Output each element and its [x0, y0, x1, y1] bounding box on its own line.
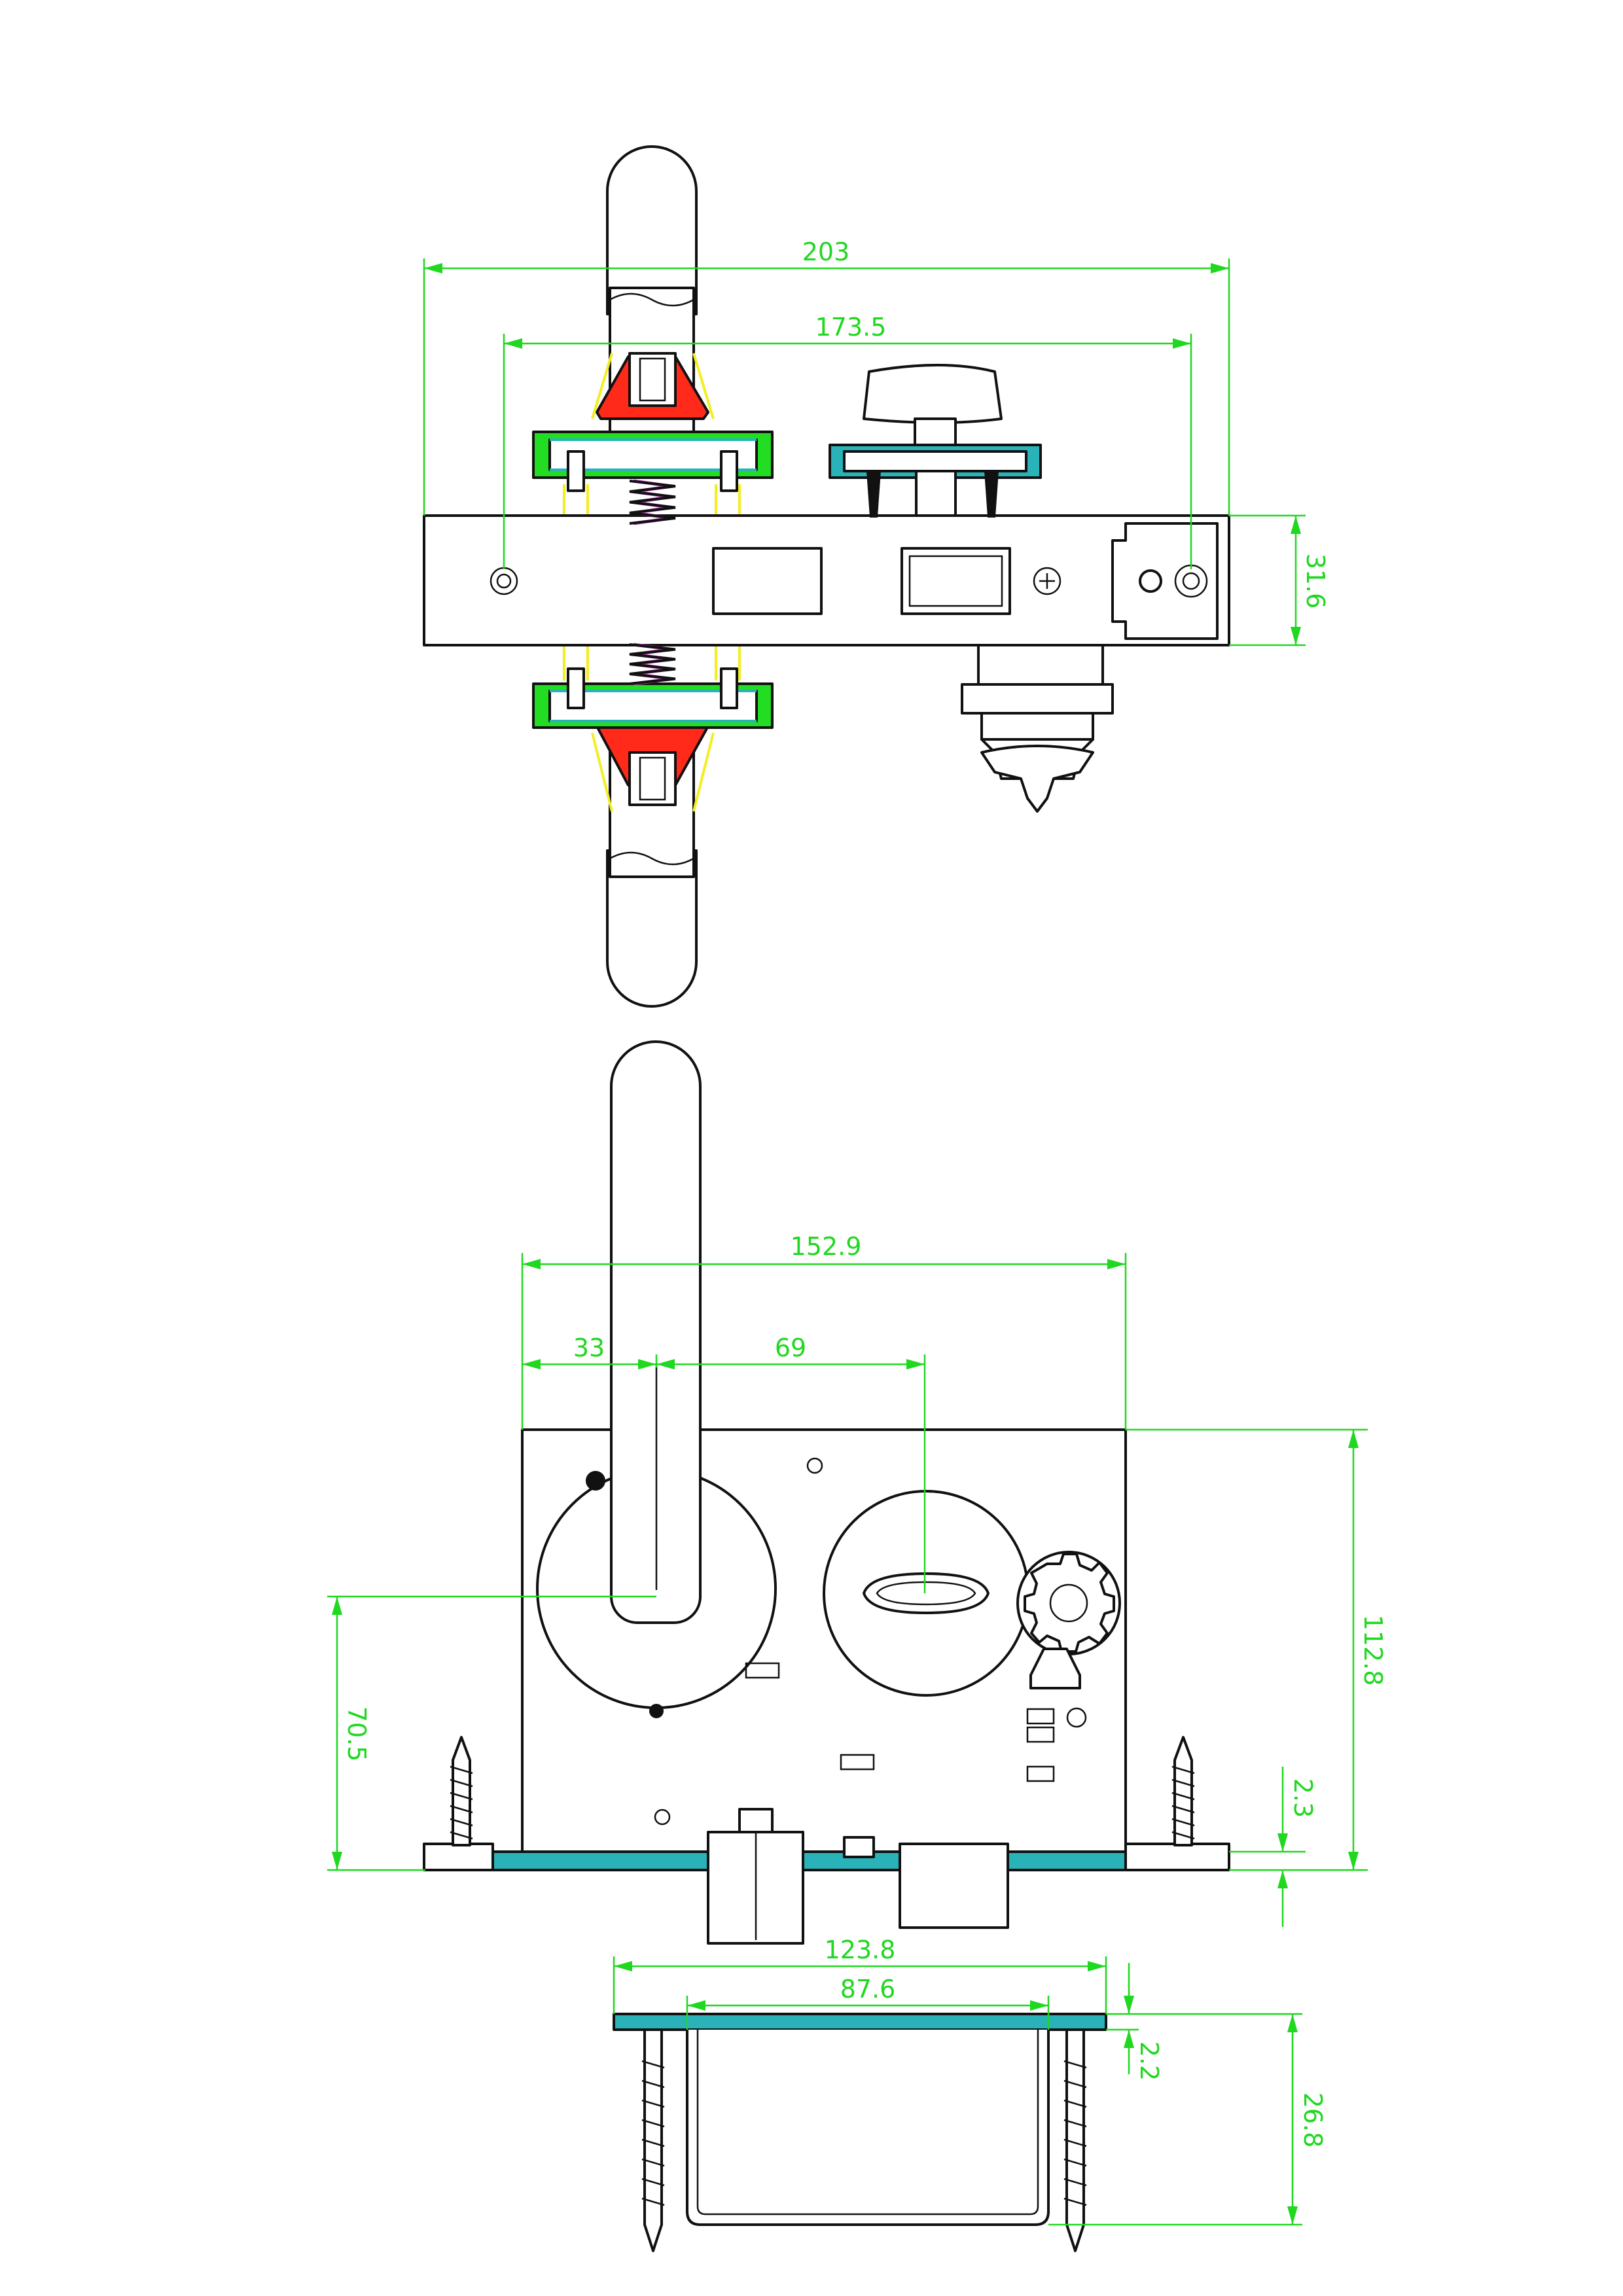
lower-lever-handle — [606, 849, 698, 1008]
dim-2-3: 2.3 — [1289, 1778, 1317, 1818]
latch-roller — [1139, 569, 1162, 593]
latch-hole-inner — [1182, 572, 1200, 590]
thumb-turn-screw-right — [984, 470, 999, 518]
faceplate-left-tab — [423, 1843, 494, 1871]
lower-rosette-screw-left — [567, 667, 585, 709]
faceplate-screw-left — [452, 1736, 471, 1846]
faceplate — [424, 1850, 1228, 1871]
body-screw — [1033, 567, 1061, 595]
body-screw-cross — [1039, 573, 1055, 589]
front-lever-handle — [610, 1040, 702, 1624]
upper-rosette-screw-left — [567, 450, 585, 492]
deadbolt-block-inner — [908, 555, 1003, 607]
cylinder-tail — [977, 644, 1104, 686]
dim-203: 203 — [802, 238, 850, 266]
upper-stem-break-line — [609, 292, 694, 307]
dim-2-2: 2.2 — [1135, 2041, 1164, 2081]
top-section-view — [423, 145, 1230, 1008]
faceplate-screw-right — [1173, 1736, 1193, 1846]
case-slot-1 — [745, 1662, 780, 1679]
faceplate-screw-left-thread — [450, 1765, 473, 1840]
dim-31-6: 31.6 — [1301, 554, 1330, 609]
thumb-turn-screw-left — [866, 470, 882, 518]
thumb-turn-spindle — [915, 470, 957, 517]
thumb-turn-knob — [863, 364, 1003, 424]
upper-spindle-core — [639, 357, 666, 402]
upper-spindle-block — [628, 352, 677, 407]
rosette-pin-bottom — [649, 1704, 664, 1718]
lower-spindle-core — [639, 756, 666, 801]
thumb-turn-rosette-inner — [843, 450, 1027, 472]
latch-end-cap — [1111, 522, 1219, 640]
lock-body-side — [423, 514, 1230, 646]
gear-wheel — [1024, 1553, 1115, 1653]
dimension-texts: 203 173.5 31.6 152.9 33 69 112.8 70.5 2.… — [342, 238, 1387, 2147]
lower-return-spring-shadow — [629, 643, 676, 685]
strike-box — [686, 2030, 1050, 2226]
cylinder-keyhole-inner — [876, 1581, 976, 1606]
deadbolt-block — [901, 547, 1011, 615]
dim-87-6: 87.6 — [840, 1975, 896, 2004]
dim-69: 69 — [775, 1333, 806, 1362]
deadbolt-top-tab — [843, 1836, 875, 1858]
key-bow — [980, 745, 1094, 813]
spindle-follower-window — [712, 547, 823, 615]
case-hole-bottom-left — [654, 1809, 671, 1826]
case-slot-5 — [1026, 1765, 1055, 1782]
strike-box-inner — [696, 2030, 1039, 2216]
dimension-arrows — [332, 263, 1359, 2225]
body-mounting-hole-left-inner — [496, 573, 512, 589]
lower-stem-break-line — [609, 851, 694, 866]
case-hole-top — [806, 1457, 823, 1474]
upper-rosette-screw-right — [720, 450, 738, 492]
case-slot-4 — [1026, 1726, 1055, 1743]
dim-112-8: 112.8 — [1359, 1615, 1387, 1686]
upper-return-spring-shadow — [629, 480, 676, 525]
latch-bolt-top — [738, 1808, 774, 1833]
upper-lever-handle — [606, 145, 698, 315]
case-slot-2 — [840, 1754, 875, 1771]
dim-26-8: 26.8 — [1298, 2093, 1327, 2148]
dim-123-8: 123.8 — [825, 1935, 896, 1964]
dimension-lines — [327, 258, 1368, 2226]
case-slot-3 — [1026, 1708, 1055, 1725]
dim-33: 33 — [573, 1333, 605, 1362]
gear-lever — [1029, 1648, 1081, 1689]
gear-hub — [1049, 1583, 1088, 1623]
deadbolt-front — [899, 1843, 1009, 1929]
dim-152-9: 152.9 — [791, 1232, 862, 1261]
dim-173-5: 173.5 — [815, 313, 887, 342]
rosette-pin-top — [586, 1471, 605, 1491]
cylinder-keyhole — [863, 1572, 990, 1614]
faceplate-right-tab — [1124, 1843, 1230, 1871]
dim-70-5: 70.5 — [342, 1706, 371, 1762]
case-hole-right — [1066, 1707, 1087, 1728]
lower-spindle-block — [628, 751, 677, 806]
strike-plate-view — [613, 2013, 1107, 2252]
faceplate-screw-right-thread — [1171, 1765, 1195, 1840]
lower-rosette-screw-right — [720, 667, 738, 709]
strike-screw-right-thread — [1063, 2060, 1087, 2206]
cylinder-rosette — [961, 683, 1114, 715]
strike-screw-left-thread — [641, 2060, 665, 2206]
cylinder-body — [980, 712, 1094, 741]
front-view — [423, 1040, 1230, 1945]
